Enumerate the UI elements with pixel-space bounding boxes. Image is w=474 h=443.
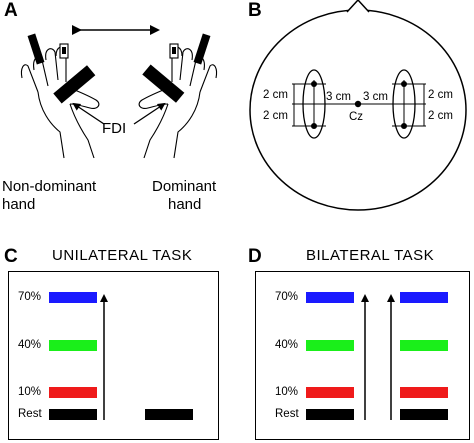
right-force-transducer <box>142 64 185 103</box>
left-electrode-site <box>292 69 326 139</box>
bilateral-bar-rest-right <box>400 409 448 420</box>
right-inner-distance-label: 3 cm <box>363 91 388 103</box>
bilateral-bar-10-right <box>400 387 448 398</box>
left-force-transducer <box>53 65 96 104</box>
dominant-hand-label-line1: Dominant <box>152 178 217 195</box>
bilateral-level-70-label: 70% <box>275 291 299 303</box>
unilateral-level-70-label: 70% <box>18 291 42 303</box>
left-inner-distance-label: 3 cm <box>326 91 351 103</box>
fdi-label: FDI <box>102 120 127 137</box>
right-hand-icon <box>138 33 218 159</box>
bilateral-bar-40-left <box>306 340 354 351</box>
fdi-arrow-right <box>133 102 166 125</box>
head-diagram <box>249 0 467 211</box>
unilateral-target-bar <box>145 409 193 420</box>
bilateral-bar-10-left <box>306 387 354 398</box>
left-lower-distance-label: 2 cm <box>263 110 288 122</box>
dominant-hand-label-line2: hand <box>168 196 202 213</box>
unilateral-bar-40 <box>49 340 97 351</box>
cz-label: Cz <box>349 111 364 123</box>
bilateral-level-10-label: 10% <box>275 386 299 398</box>
bilateral-bar-rest-left <box>306 409 354 420</box>
unilateral-task-screen <box>8 271 219 440</box>
non-dominant-hand-label-line2: hand <box>2 196 36 213</box>
right-electrode-site <box>392 69 426 139</box>
unilateral-level-rest-label: Rest <box>18 408 42 420</box>
unilateral-task-title: UNILATERAL TASK <box>52 247 193 264</box>
bilateral-level-rest-label: Rest <box>275 408 299 420</box>
unilateral-level-40-label: 40% <box>18 339 42 351</box>
unilateral-bar-rest <box>49 409 97 420</box>
bilateral-bar-70-right <box>400 292 448 303</box>
bilateral-level-40-label: 40% <box>275 339 299 351</box>
unilateral-level-10-label: 10% <box>18 386 42 398</box>
fdi-arrow-left <box>72 102 105 125</box>
unilateral-bar-10 <box>49 387 97 398</box>
bilateral-task-title: BILATERAL TASK <box>306 247 435 264</box>
bilateral-bar-40-right <box>400 340 448 351</box>
unilateral-bar-70 <box>49 292 97 303</box>
left-upper-distance-label: 2 cm <box>263 89 288 101</box>
right-upper-distance-label: 2 cm <box>428 89 453 101</box>
bilateral-task-screen <box>255 271 470 440</box>
right-lower-distance-label: 2 cm <box>428 110 453 122</box>
panel-letter-a: A <box>4 0 18 21</box>
bilateral-bar-70-left <box>306 292 354 303</box>
panel-letter-b: B <box>248 0 262 21</box>
panel-letter-c: C <box>4 246 18 267</box>
panel-letter-d: D <box>248 246 262 267</box>
non-dominant-hand-label-line1: Non-dominant <box>2 178 97 195</box>
